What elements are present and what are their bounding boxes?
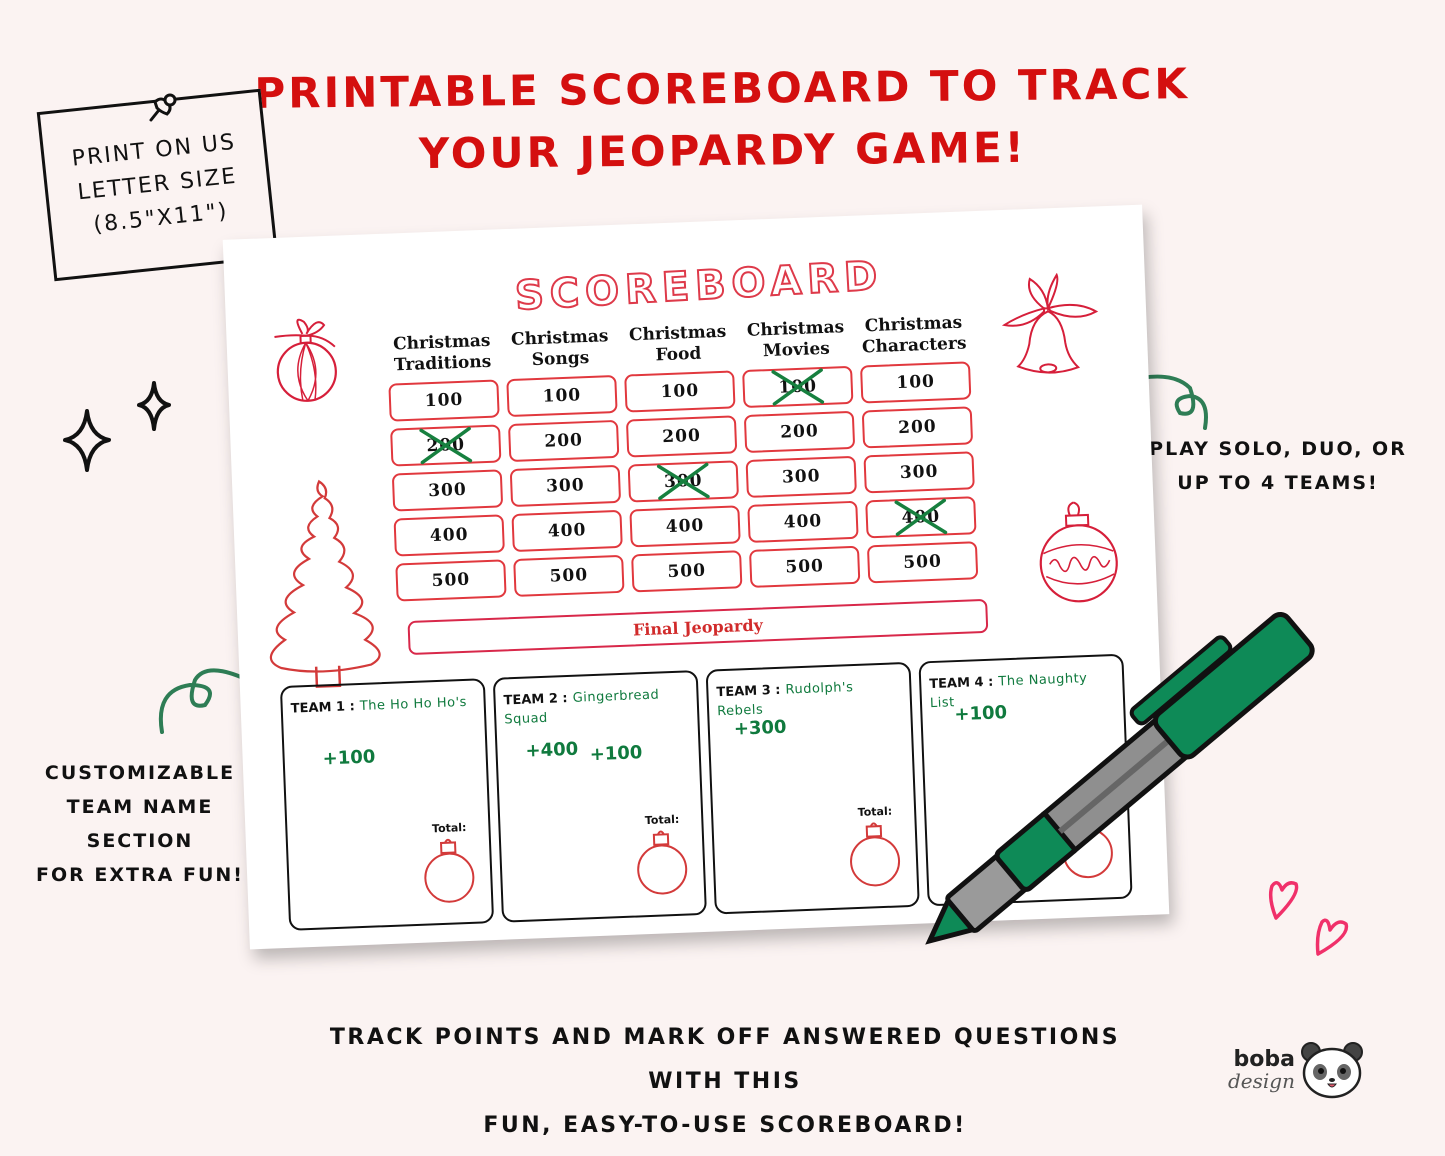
team-name-field[interactable]: The Ho Ho Ho's [359, 694, 468, 714]
green-pen-icon [925, 611, 1315, 945]
final-jeopardy-cell[interactable]: Final Jeopardy [407, 598, 989, 656]
brand-subname: design [1228, 1069, 1295, 1093]
question-cell[interactable]: 100 [388, 379, 500, 422]
caption-bottom-line-2: FUN, EASY-TO-USE SCOREBOARD! [483, 1113, 967, 1138]
cross-mark-icon [656, 462, 710, 501]
ornament-total-icon[interactable] [847, 821, 903, 889]
question-cell[interactable]: 300 [745, 455, 857, 498]
brand-name: boba [1233, 1047, 1295, 1072]
team-label: TEAM 2 : [503, 691, 568, 709]
question-cell[interactable]: 200 [861, 406, 974, 449]
total-label: Total: [644, 812, 680, 828]
scoreboard-title: SCOREBOARD [513, 252, 886, 321]
heart-icon [1315, 918, 1349, 956]
question-cell-crossed[interactable]: 100 [742, 365, 854, 409]
question-cell[interactable]: 400 [393, 514, 505, 557]
question-cell[interactable]: 200 [507, 419, 620, 463]
question-cell[interactable]: 500 [631, 550, 743, 593]
caption-right-line-1: PLAY SOLO, DUO, OR [1149, 438, 1407, 460]
panda-icon [1300, 1042, 1363, 1099]
question-cell[interactable]: 300 [509, 464, 622, 508]
question-cell[interactable]: 300 [863, 451, 975, 494]
caption-track-points: TRACK POINTS AND MARK OFF ANSWERED QUEST… [290, 1016, 1160, 1148]
pushpin-icon [149, 93, 177, 122]
ornament-icon [274, 318, 337, 402]
question-cell-crossed[interactable]: 300 [627, 460, 740, 503]
total-label: Total: [857, 804, 893, 819]
caption-left-line-1: CUSTOMIZABLE [44, 762, 236, 784]
question-cell[interactable]: 200 [743, 410, 856, 454]
caption-customizable: CUSTOMIZABLE TEAM NAME SECTION FOR EXTRA… [20, 756, 260, 892]
question-cell[interactable]: 100 [624, 370, 736, 413]
brand-logo: boba design [1228, 1040, 1365, 1100]
team-panel-2: TEAM 2 : Gingerbread Squad +400 +100 Tot… [492, 670, 707, 923]
question-cell[interactable]: 500 [749, 545, 861, 588]
question-cell[interactable]: 200 [625, 415, 738, 458]
caption-left-line-3: FOR EXTRA FUN! [36, 864, 244, 886]
question-cell[interactable]: 300 [391, 469, 504, 512]
question-cell[interactable]: 400 [629, 505, 741, 548]
caption-left-line-2: TEAM NAME SECTION [66, 796, 214, 852]
team-label: TEAM 1 : [290, 699, 356, 717]
cross-mark-icon [419, 426, 473, 465]
christmas-tree-icon [269, 479, 381, 688]
question-cell[interactable]: 400 [747, 500, 859, 543]
question-cell[interactable]: 400 [511, 509, 623, 553]
question-cell-crossed[interactable]: 200 [390, 424, 502, 467]
team-panel-1: TEAM 1 : The Ho Ho Ho's +100 Total: [279, 678, 495, 931]
ornament-total-icon[interactable] [634, 830, 690, 898]
score-entry: +400 [525, 738, 579, 762]
question-cell-crossed[interactable]: 400 [865, 496, 977, 539]
bell-holly-icon [1001, 272, 1099, 374]
score-entry: +300 [733, 716, 787, 740]
cross-mark-icon [894, 498, 948, 536]
question-cell[interactable]: 500 [513, 554, 625, 597]
caption-right-line-2: UP TO 4 TEAMS! [1177, 472, 1379, 494]
score-entry: +100 [322, 746, 376, 770]
caption-play-solo: PLAY SOLO, DUO, OR UP TO 4 TEAMS! [1148, 432, 1408, 500]
team-label: TEAM 3 : [716, 682, 781, 701]
team-panel-3: TEAM 3 : Rudolph's Rebels +300 Total: [705, 661, 920, 915]
score-entry: +100 [589, 742, 643, 766]
cross-mark-icon [771, 368, 825, 406]
ornament-total-icon[interactable] [421, 838, 477, 906]
question-cell[interactable]: 100 [860, 361, 972, 404]
question-cell[interactable]: 500 [395, 559, 507, 602]
question-cell[interactable]: 500 [866, 541, 979, 584]
sparkle-icon [137, 381, 171, 431]
question-cell[interactable]: 100 [506, 374, 618, 418]
total-label: Total: [431, 821, 467, 836]
ornament-striped-icon [1039, 501, 1118, 603]
heart-icon [1268, 881, 1299, 920]
sparkle-icon [63, 409, 111, 472]
caption-bottom-line-1: TRACK POINTS AND MARK OFF ANSWERED QUEST… [329, 1025, 1121, 1094]
